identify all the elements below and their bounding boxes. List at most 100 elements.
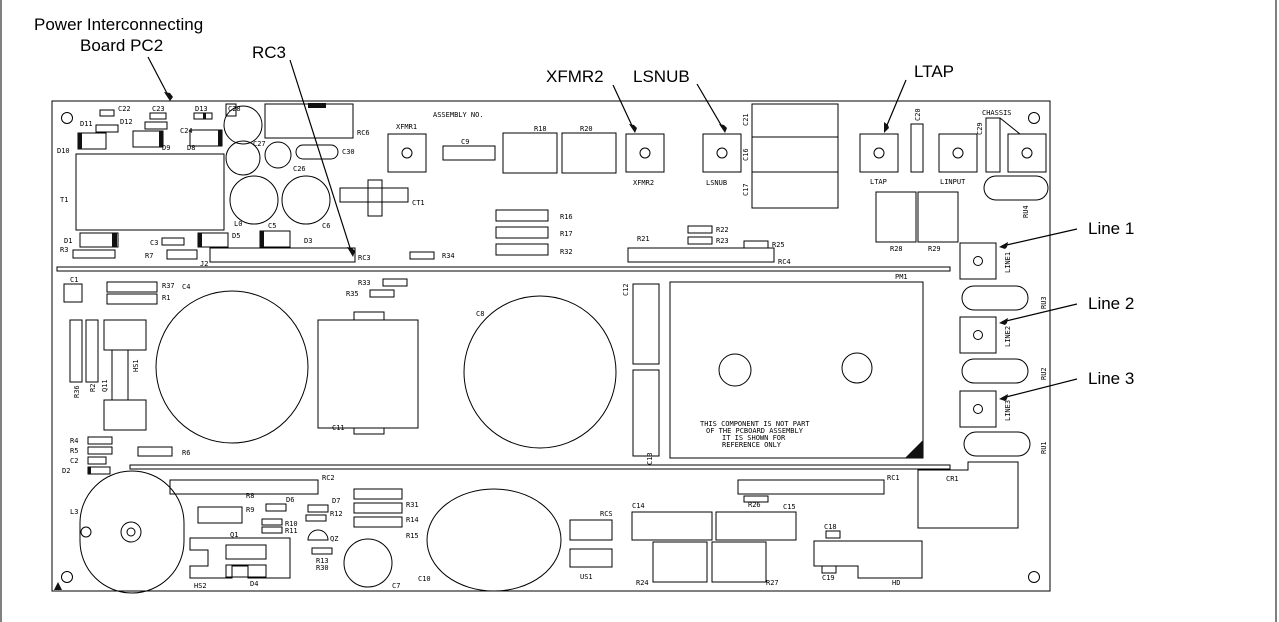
label-c26: C26 <box>293 165 306 173</box>
label-linput: LINPUT <box>940 178 966 186</box>
callout-rc3: RC3 <box>252 43 286 62</box>
arrow-rc3 <box>289 59 353 255</box>
board-outline <box>51 100 1051 592</box>
label-d13: D13 <box>195 105 208 113</box>
resistor-r33 <box>382 278 408 287</box>
callout-line2: Line 2 <box>1088 294 1134 313</box>
label-t1: T1 <box>60 196 68 204</box>
label-line3: LINE3 <box>1004 400 1012 421</box>
varistor-ru4 <box>983 175 1049 201</box>
label-rc1: RC1 <box>887 474 900 482</box>
cap-c23 <box>149 112 167 120</box>
label-c24: C24 <box>180 127 193 135</box>
label-xfmr2: XFMR2 <box>633 179 654 187</box>
cap-c11-tab-top <box>353 311 385 321</box>
diode-d9-band <box>159 131 163 147</box>
cap-c3 <box>161 237 185 246</box>
label-hs1: HS1 <box>132 359 140 372</box>
resistor-r14 <box>353 502 403 514</box>
label-c19: C19 <box>822 574 835 582</box>
label-r23: R23 <box>716 237 729 245</box>
label-j2: J2 <box>200 260 208 268</box>
label-r7: R7 <box>145 252 153 260</box>
label-hd: HD <box>892 579 900 587</box>
cap-c2 <box>87 456 107 465</box>
resistor-r5 <box>87 446 113 455</box>
label-rc3: RC3 <box>358 254 371 262</box>
label-c4: C4 <box>182 283 190 291</box>
arrowhead-power-board <box>164 92 173 101</box>
label-chassis: CHASSIS <box>982 109 1012 117</box>
label-c11: C11 <box>332 424 345 432</box>
terminal-line3-screw <box>973 404 983 414</box>
resistor-r15 <box>353 516 403 528</box>
diode-d1-band <box>112 233 117 247</box>
label-line1: LINE1 <box>1004 252 1012 273</box>
reference-note-line4: REFERENCE ONLY <box>722 441 782 449</box>
arrowhead-xfmr2 <box>629 124 637 133</box>
connector-rc4 <box>627 247 775 263</box>
label-q11: Q11 <box>101 379 109 392</box>
label-us1: US1 <box>580 573 593 581</box>
cap-c15 <box>715 511 797 541</box>
cap-l0 <box>229 175 279 225</box>
label-d7: D7 <box>332 497 340 505</box>
terminal-line1-screw <box>973 256 983 266</box>
resistor-r2 <box>85 319 99 383</box>
power-module-pm1 <box>669 281 924 459</box>
label-c17: C17 <box>742 183 750 196</box>
arrow-power-board <box>147 56 171 100</box>
terminal-xfmr1-screw <box>401 147 413 159</box>
label-c2: C2 <box>70 457 78 465</box>
label-c29: C29 <box>976 122 984 135</box>
label-rc2: RC2 <box>322 474 335 482</box>
label-r33: R33 <box>358 279 371 287</box>
label-c14: C14 <box>632 502 645 510</box>
resistor-r27 <box>711 541 767 583</box>
label-r10: R10 <box>285 520 298 528</box>
header-hd <box>813 540 923 579</box>
terminal-chassis <box>1007 133 1047 173</box>
resistor-r23 <box>687 236 713 245</box>
cap-c27 <box>225 140 261 176</box>
cap-c11-tab-bottom <box>353 427 385 435</box>
cap-c12 <box>632 283 660 365</box>
cap-c22 <box>99 109 115 117</box>
resistor-r24 <box>652 541 708 583</box>
label-c18: C18 <box>824 523 837 531</box>
arrowhead-rc3 <box>347 247 355 257</box>
diode-d5-band <box>198 233 202 247</box>
power-module-hole-left <box>718 353 752 387</box>
resistor-r7 <box>166 249 198 260</box>
terminal-line2-screw <box>973 330 983 340</box>
label-pm1: PM1 <box>895 273 908 281</box>
resistor-r37 <box>106 281 158 293</box>
diode-d13-band <box>203 113 206 119</box>
label-l0: L0 <box>234 220 242 228</box>
label-c30: C30 <box>342 148 355 156</box>
label-c13: C13 <box>646 452 654 465</box>
label-c15: C15 <box>783 503 796 511</box>
chassis-leader-line <box>999 117 1021 135</box>
label-d2: D2 <box>62 467 70 475</box>
cap-c28 <box>225 103 237 117</box>
terminal-line2 <box>959 316 997 354</box>
inductor-l3 <box>79 470 185 594</box>
label-r3: R3 <box>60 246 68 254</box>
diode-d5 <box>197 232 229 248</box>
label-r28: R28 <box>890 245 903 253</box>
label-r1: R1 <box>162 294 170 302</box>
sensor-us1 <box>569 548 613 568</box>
label-c10: C10 <box>418 575 431 583</box>
label-xfmr1: XFMR1 <box>396 123 417 131</box>
label-d12: D12 <box>120 118 133 126</box>
label-r34: R34 <box>442 252 455 260</box>
label-c6: C6 <box>322 222 330 230</box>
cap-c29 <box>985 117 1001 173</box>
callout-line3: Line 3 <box>1088 369 1134 388</box>
label-assembly-no: ASSEMBLY NO. <box>433 111 484 119</box>
resistor-r32 <box>495 243 549 256</box>
cap-stack-c21-c16-c17 <box>751 103 839 209</box>
label-r26: R26 <box>748 501 761 509</box>
resistor-r16 <box>495 209 549 222</box>
